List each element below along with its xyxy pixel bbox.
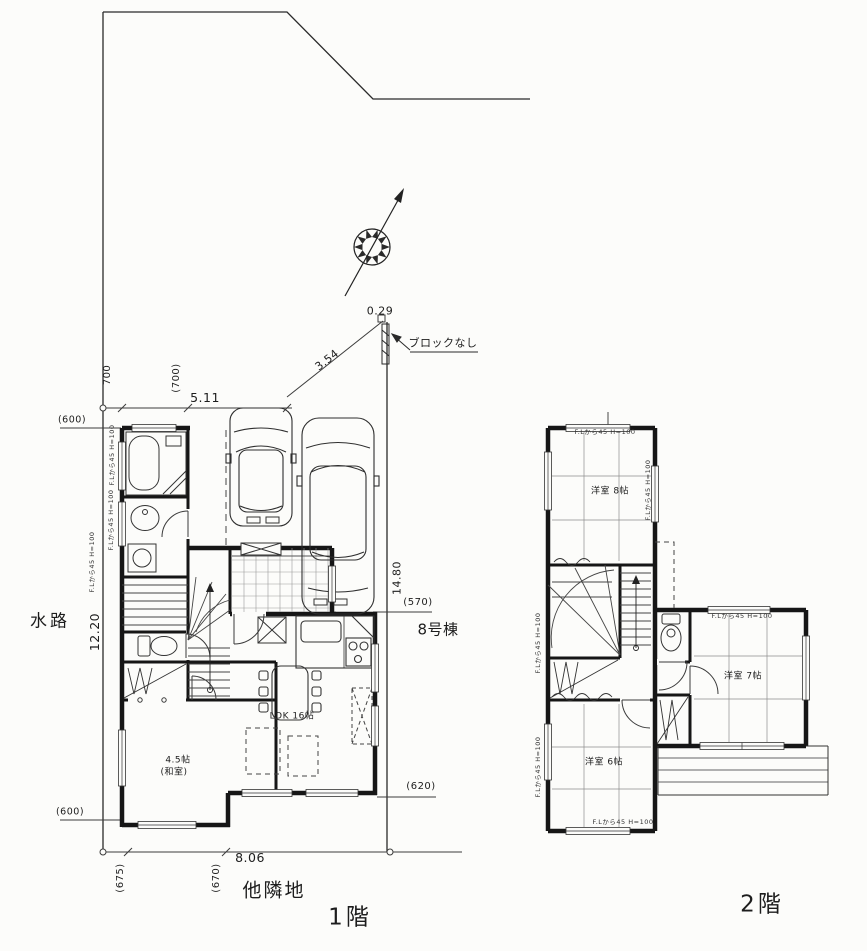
toilet-2f <box>660 613 682 652</box>
floor-hatch-square <box>257 616 287 644</box>
floor1-door-gaps <box>128 509 266 703</box>
entrance-tiles <box>232 548 330 612</box>
dim-offset-700: 700 <box>102 364 113 386</box>
block-wall-marker <box>381 323 478 365</box>
car-sedan <box>296 417 380 615</box>
window-note-2f-east: F.Lから45 H=100 <box>643 459 652 521</box>
floor1-windows <box>118 424 379 829</box>
entrance-door <box>240 542 282 556</box>
dim-top-width: 5.11 <box>190 389 220 405</box>
room-label-2f-low: 洋室 6帖 <box>584 757 624 768</box>
window-note-2f-right: F.Lから45 H=100 <box>711 611 773 620</box>
balcony <box>657 745 829 796</box>
site-boundary <box>102 11 530 852</box>
dim-offset-620: (620) <box>406 781 436 792</box>
toilet-1f <box>137 635 178 657</box>
dim-offset-600-top: (600) <box>57 414 87 426</box>
kitchen-sink <box>300 620 342 643</box>
label-floor1: 1階 <box>328 904 372 931</box>
car-compact <box>225 407 297 527</box>
dim-corner-offset: 0.29 <box>366 304 394 318</box>
label-floor2: 2階 <box>740 891 784 918</box>
dim-offset-670: (670) <box>211 863 222 893</box>
closet-2f-stairs <box>549 659 619 699</box>
stairs-1f <box>122 576 231 697</box>
window-note-1f-west2: F.Lから45 H=100 <box>106 489 115 551</box>
washing-machine <box>127 543 157 573</box>
dimension-lines <box>60 314 462 857</box>
stove <box>345 637 372 667</box>
label-block-note: ブロックなし <box>408 336 478 350</box>
floor2-doors <box>621 661 719 729</box>
room-label-2f-main: 洋室 8帖 <box>590 486 630 497</box>
closet-1f <box>123 663 187 699</box>
kitchen-counter <box>295 615 375 669</box>
floor1-doors <box>137 510 265 703</box>
refrigerator-dashed <box>245 727 319 777</box>
dim-offset-600-bottom: (600) <box>55 806 85 818</box>
floor2-windows <box>544 424 810 835</box>
room-label-washitsu-name: (和室) <box>160 767 188 778</box>
dim-bottom-width: 8.06 <box>235 849 265 865</box>
dim-right-depth: 14.80 <box>390 561 404 595</box>
label-waterway: 水路 <box>30 611 70 632</box>
dim-offset-700p: (700) <box>171 363 182 393</box>
label-building-no: 8号棟 <box>417 620 459 639</box>
room-label-ldk: LDK 16帖 <box>269 711 315 722</box>
window-note-1f-west3: F.Lから45 H=100 <box>87 531 96 593</box>
dim-left-depth: 12.20 <box>86 612 102 652</box>
dim-offset-570: (570) <box>403 597 433 608</box>
closet-2f-right <box>656 696 689 745</box>
north-compass-icon <box>344 188 404 297</box>
room-label-2f-right: 洋室 7帖 <box>723 671 763 682</box>
stairs-2f <box>547 564 651 656</box>
room-label-washitsu-size: 4.5帖 <box>165 755 191 766</box>
window-note-2f-bottom: F.Lから45 H=100 <box>592 817 654 826</box>
cupboard-dashed <box>351 687 373 745</box>
window-note-2f-top: F.Lから45 H=100 <box>574 427 636 436</box>
wheel-stoppers <box>246 516 348 606</box>
window-note-1f-west1: F.Lから45 H=100 <box>107 424 116 486</box>
window-note-2f-west1: F.Lから45 H=100 <box>533 612 542 674</box>
bathroom-unit <box>125 431 187 496</box>
washbasin <box>130 505 160 531</box>
dining-table <box>258 665 322 721</box>
dim-offset-675: (675) <box>115 863 126 893</box>
label-neighbor-land: 他隣地 <box>242 879 306 902</box>
window-note-2f-west2: F.Lから45 H=100 <box>533 736 542 798</box>
roof-dashed-line <box>655 541 675 608</box>
fusuma-wavy-lines <box>551 558 613 701</box>
tatami-grids-2f <box>552 432 802 827</box>
